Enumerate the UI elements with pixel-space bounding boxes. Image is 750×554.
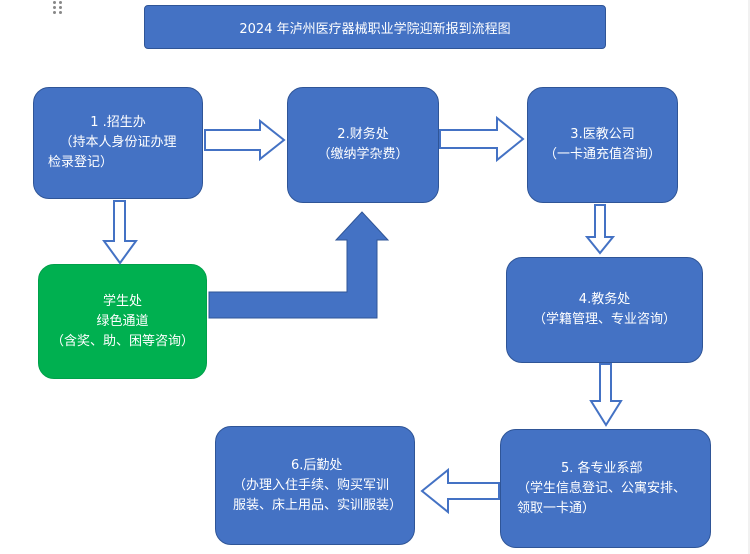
- node-admissions-line-3: 检录登记）: [48, 155, 114, 170]
- node-logistics-line-3: 服装、床上用品、实训服装）: [233, 497, 403, 513]
- arrow-admissions-to-finance: [204, 118, 286, 162]
- node-departments-line-2: （学生信息登记、公寓安排、: [517, 480, 687, 496]
- node-student-affairs-line-2: 绿色通道: [96, 313, 149, 329]
- arrow-student-affairs-to-finance: [208, 211, 390, 319]
- node-academic-affairs-line-2: （学籍管理、专业咨询）: [532, 312, 676, 327]
- flowchart-title-text: 2024 年泸州医疗器械职业学院迎新报到流程图: [239, 21, 511, 37]
- arrow-academic-to-departments: [589, 363, 623, 427]
- arrow-finance-to-medical: [439, 115, 525, 163]
- arrow-medical-to-academic: [584, 204, 616, 255]
- node-medical-company-line-2: （一卡通充值咨询）: [543, 147, 661, 162]
- node-admissions-line-1: 1 .招生办: [90, 115, 146, 130]
- node-student-affairs: 学生处 绿色通道 （含奖、助、困等咨询）: [38, 264, 207, 379]
- node-logistics-line-1: 6.后勤处: [291, 457, 343, 473]
- node-academic-affairs-line-1: 4.教务处: [578, 292, 631, 307]
- node-departments: 5. 各专业系部 （学生信息登记、公寓安排、 领取一卡通）: [500, 429, 711, 548]
- drag-handle-icon[interactable]: [52, 0, 64, 14]
- node-departments-line-1: 5. 各专业系部: [561, 460, 643, 476]
- node-student-affairs-line-1: 学生处: [102, 293, 142, 309]
- node-finance-office: 2.财务处 （缴纳学杂费）: [287, 87, 439, 203]
- node-admissions-line-2: （持本人身份证办理: [59, 135, 177, 150]
- flowchart-title: 2024 年泸州医疗器械职业学院迎新报到流程图: [144, 5, 606, 49]
- node-student-affairs-line-3: （含奖、助、困等咨询）: [50, 333, 194, 349]
- right-edge-divider: [748, 0, 750, 554]
- node-logistics-line-2: （办理入住手续、购买军训: [233, 477, 390, 493]
- node-medical-company-line-1: 3.医教公司: [570, 127, 635, 142]
- node-academic-affairs: 4.教务处 （学籍管理、专业咨询）: [506, 257, 703, 363]
- node-finance-line-2: （缴纳学杂费）: [317, 147, 409, 162]
- node-medical-company: 3.医教公司 （一卡通充值咨询）: [527, 87, 678, 203]
- arrow-departments-to-logistics: [420, 467, 500, 515]
- node-admissions-office: 1 .招生办 （持本人身份证办理 检录登记）: [33, 87, 203, 199]
- arrow-admissions-to-student-affairs: [102, 200, 138, 265]
- node-finance-line-1: 2.财务处: [337, 127, 389, 142]
- node-departments-line-3: 领取一卡通）: [517, 500, 596, 516]
- node-logistics-office: 6.后勤处 （办理入住手续、购买军训 服装、床上用品、实训服装）: [215, 426, 415, 545]
